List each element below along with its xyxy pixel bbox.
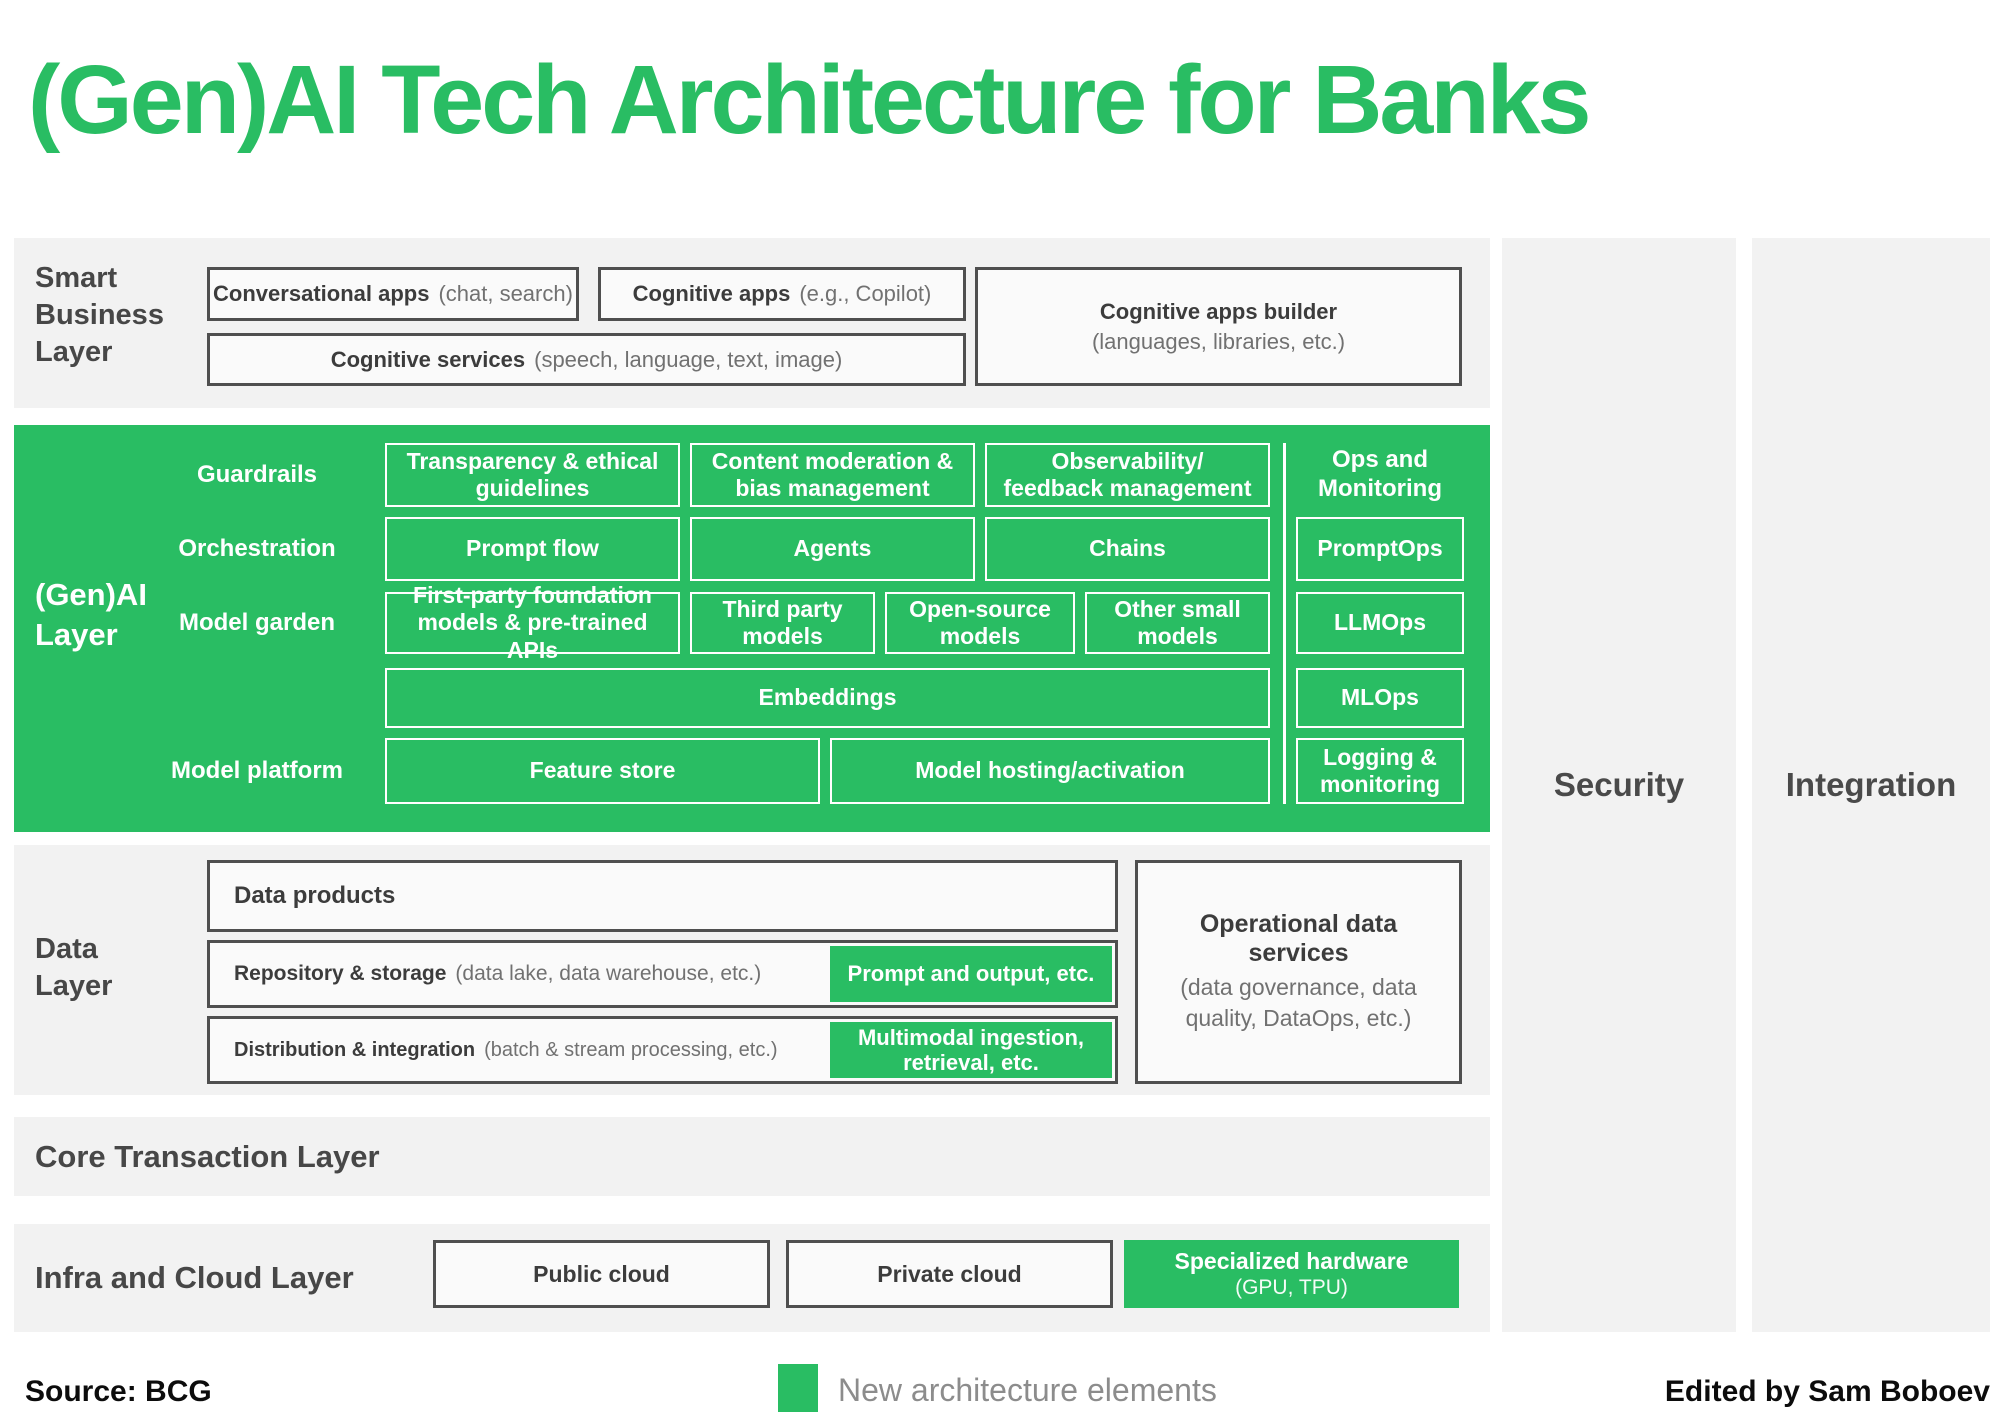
security-column: Security — [1502, 238, 1736, 1332]
embeddings-box: Embeddings — [385, 668, 1270, 728]
private-cloud-box: Private cloud — [786, 1240, 1113, 1308]
orchestration-row-label: Orchestration — [178, 534, 336, 562]
data-layer-label: Data Layer — [35, 933, 113, 1003]
public-cloud-box: Public cloud — [433, 1240, 770, 1308]
specialized-hardware-name: Specialized hardware — [1174, 1247, 1409, 1274]
smart-business-layer-section: Smart Business Layer Conversational apps… — [14, 238, 1490, 408]
conversational-apps-name: Conversational apps — [213, 281, 430, 306]
other-small-models-box: Other small models — [1085, 592, 1270, 654]
source-text: Source: BCG — [25, 1375, 212, 1408]
cognitive-apps-builder-note: (languages, libraries, etc.) — [1091, 328, 1346, 354]
cognitive-apps-note: (e.g., Copilot) — [799, 281, 932, 306]
model-hosting-activation-box: Model hosting/activation — [830, 738, 1270, 804]
smart-business-layer-label: Smart Business Layer — [35, 262, 164, 369]
multimodal-ingestion-box: Multimodal ingestion, retrieval, etc. — [830, 1022, 1112, 1078]
observability-feedback-box: Observability/ feedback management — [985, 443, 1270, 507]
cognitive-apps-builder-box: Cognitive apps builder (languages, libra… — [975, 267, 1462, 386]
first-party-foundation-models-box: First-party foundation models & pre-trai… — [385, 582, 680, 663]
specialized-hardware-note: (GPU, TPU) — [1235, 1276, 1348, 1300]
cognitive-apps-name: Cognitive apps — [632, 281, 791, 306]
repository-storage-name: Repository & storage — [234, 962, 447, 985]
conversational-apps-note: (chat, search) — [438, 281, 573, 306]
legend-label: New architecture elements — [838, 1372, 1217, 1408]
security-column-label: Security — [1553, 766, 1685, 803]
core-transaction-layer-label: Core Transaction Layer — [35, 1138, 380, 1174]
core-transaction-layer-section: Core Transaction Layer — [14, 1117, 1490, 1196]
guardrails-row-label: Guardrails — [196, 460, 318, 488]
llmops-box: LLMOps — [1296, 592, 1464, 654]
model-platform-row-label: Model platform — [171, 756, 343, 784]
operational-data-services-note: (data governance, data quality, DataOps,… — [1180, 973, 1417, 1031]
cognitive-apps-builder-name: Cognitive apps builder — [1099, 298, 1338, 324]
ops-column-divider — [1283, 443, 1286, 804]
private-cloud-name: Private cloud — [877, 1260, 1022, 1287]
data-layer-section: Data Layer Data products Repository & st… — [14, 845, 1490, 1095]
chains-box: Chains — [985, 517, 1270, 581]
integration-column-label: Integration — [1785, 766, 1957, 803]
infra-cloud-layer-section: Infra and Cloud Layer Public cloud Priva… — [14, 1224, 1490, 1332]
genai-layer-section: (Gen)AI Layer Guardrails Orchestration M… — [14, 425, 1490, 832]
data-products-box: Data products — [207, 860, 1118, 932]
third-party-models-box: Third party models — [690, 592, 875, 654]
operational-data-services-box: Operational data services (data governan… — [1135, 860, 1462, 1084]
data-products-name: Data products — [234, 882, 396, 909]
mlops-box: MLOps — [1296, 668, 1464, 728]
ops-and-monitoring-label: Ops and Monitoring — [1318, 446, 1442, 502]
transparency-ethical-guidelines-box: Transparency & ethical guidelines — [385, 443, 680, 507]
integration-column: Integration — [1752, 238, 1990, 1332]
distribution-integration-note: (batch & stream processing, etc.) — [484, 1038, 778, 1061]
conversational-apps-box: Conversational apps (chat, search) — [207, 267, 579, 321]
credit-text: Edited by Sam Boboev — [1664, 1375, 1990, 1408]
page-title: (Gen)AI Tech Architecture for Banks — [28, 45, 1591, 154]
model-garden-row-label: Model garden — [178, 608, 335, 636]
cognitive-services-note: (speech, language, text, image) — [534, 346, 843, 372]
prompt-flow-box: Prompt flow — [385, 517, 680, 581]
prompt-and-output-box: Prompt and output, etc. — [830, 946, 1112, 1002]
infra-cloud-layer-label: Infra and Cloud Layer — [35, 1260, 354, 1296]
cognitive-services-name: Cognitive services — [330, 346, 526, 372]
cognitive-services-box: Cognitive services (speech, language, te… — [207, 333, 966, 386]
repository-storage-note: (data lake, data warehouse, etc.) — [455, 962, 762, 985]
agents-box: Agents — [690, 517, 975, 581]
logging-monitoring-box: Logging & monitoring — [1296, 738, 1464, 804]
operational-data-services-name: Operational data services — [1199, 909, 1398, 967]
public-cloud-name: Public cloud — [533, 1260, 670, 1287]
genai-layer-label: (Gen)AI Layer — [35, 577, 147, 653]
legend-swatch — [778, 1364, 818, 1412]
distribution-integration-name: Distribution & integration — [234, 1038, 476, 1061]
feature-store-box: Feature store — [385, 738, 820, 804]
content-moderation-bias-box: Content moderation & bias management — [690, 443, 975, 507]
cognitive-apps-box: Cognitive apps (e.g., Copilot) — [598, 267, 966, 321]
open-source-models-box: Open-source models — [885, 592, 1075, 654]
specialized-hardware-box: Specialized hardware (GPU, TPU) — [1124, 1240, 1459, 1308]
promptops-box: PromptOps — [1296, 517, 1464, 581]
